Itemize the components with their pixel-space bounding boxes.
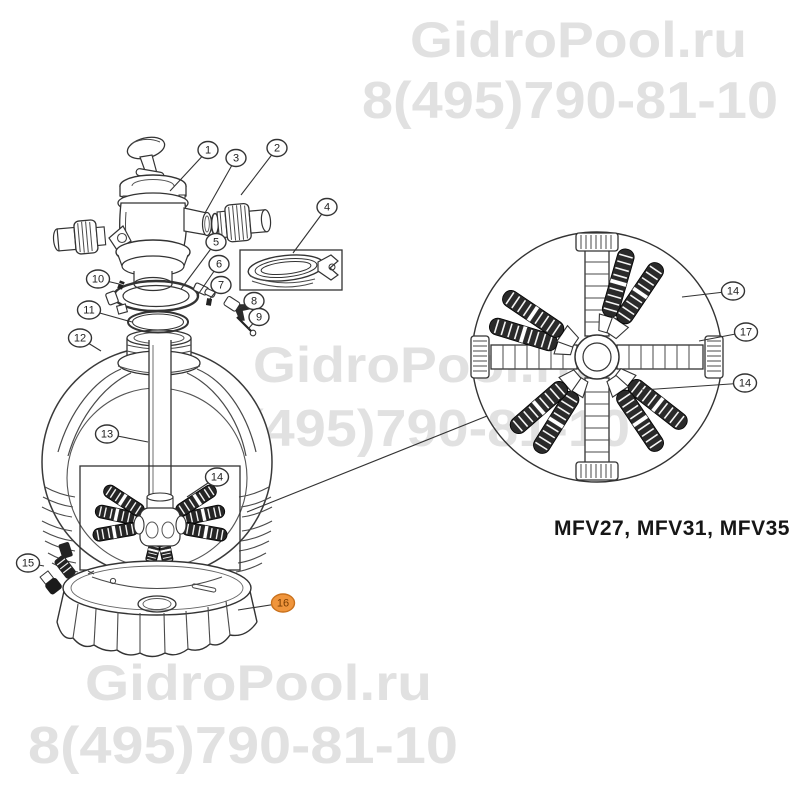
svg-text:8: 8 — [251, 296, 257, 308]
svg-text:16: 16 — [277, 598, 289, 610]
lateral-detail-circle — [470, 231, 724, 483]
callout-4: 4 — [292, 197, 338, 254]
union-fitting-left — [52, 219, 107, 255]
svg-text:17: 17 — [740, 327, 752, 339]
callout-16: 16 — [237, 593, 296, 613]
filter-base — [56, 560, 258, 658]
union-fitting-right — [216, 202, 272, 243]
base-ribs — [72, 600, 231, 654]
svg-text:14: 14 — [739, 378, 751, 390]
watermark-site-bottom: GidroPool.ru — [85, 655, 432, 711]
callout-5: 5 — [180, 232, 227, 290]
svg-text:9: 9 — [256, 312, 262, 324]
callout-14: 14 — [186, 467, 230, 498]
watermark-site-top: GidroPool.ru — [410, 12, 747, 68]
watermark-phone-bottom: 8(495)790-81-10 — [28, 717, 458, 775]
lateral-hub — [133, 492, 187, 547]
standpipe — [148, 340, 172, 505]
callout-3: 3 — [204, 148, 247, 214]
callout-11: 11 — [76, 300, 133, 323]
svg-text:13: 13 — [101, 429, 113, 441]
callout-13: 13 — [94, 424, 149, 444]
svg-text:14: 14 — [211, 472, 223, 484]
callout-17: 17 — [698, 322, 759, 342]
callout-10: 10 — [85, 269, 120, 289]
svg-text:2: 2 — [274, 143, 280, 155]
hub-center — [574, 334, 620, 380]
svg-text:3: 3 — [233, 153, 239, 165]
svg-text:5: 5 — [213, 237, 219, 249]
detail-leader-line — [246, 415, 488, 513]
watermark-phone-top: 8(495)790-81-10 — [362, 72, 778, 130]
svg-text:10: 10 — [92, 274, 104, 286]
svg-text:4: 4 — [324, 202, 330, 214]
callout-9: 9 — [247, 307, 270, 330]
callout-15: 15 — [15, 553, 45, 573]
svg-text:6: 6 — [216, 259, 222, 271]
watermark-top: GidroPool.ru 8(495)790-81-10 — [362, 12, 778, 130]
svg-text:11: 11 — [83, 305, 94, 317]
clamp-knob — [317, 254, 339, 281]
callout-14: 14 — [641, 373, 758, 393]
svg-text:7: 7 — [218, 280, 224, 292]
callout-12: 12 — [67, 328, 102, 352]
svg-text:1: 1 — [205, 145, 211, 157]
hub-arms — [470, 232, 724, 481]
lateral-assembly-inset — [79, 465, 241, 571]
callout-14: 14 — [681, 281, 746, 301]
tank-ribs-right — [235, 486, 273, 573]
tank-ribs-left — [41, 486, 79, 573]
callout-1: 1 — [169, 140, 219, 192]
svg-text:15: 15 — [22, 558, 34, 570]
watermark-bottom: GidroPool.ru 8(495)790-81-10 — [28, 655, 458, 775]
drain-valve — [39, 542, 76, 595]
svg-text:14: 14 — [727, 286, 739, 298]
callout-8: 8 — [236, 291, 265, 311]
clamp-screw-left — [117, 280, 125, 290]
callout-7: 7 — [208, 275, 232, 301]
svg-text:12: 12 — [74, 333, 86, 345]
model-caption: MFV27, MFV31, MFV35 — [554, 517, 790, 540]
callout-6: 6 — [196, 254, 230, 297]
clamp-kit-box — [239, 249, 343, 291]
air-valve-screw — [236, 316, 253, 333]
clamp-screw-right — [205, 298, 213, 306]
callout-2: 2 — [240, 138, 288, 196]
tank-oring — [127, 310, 189, 334]
